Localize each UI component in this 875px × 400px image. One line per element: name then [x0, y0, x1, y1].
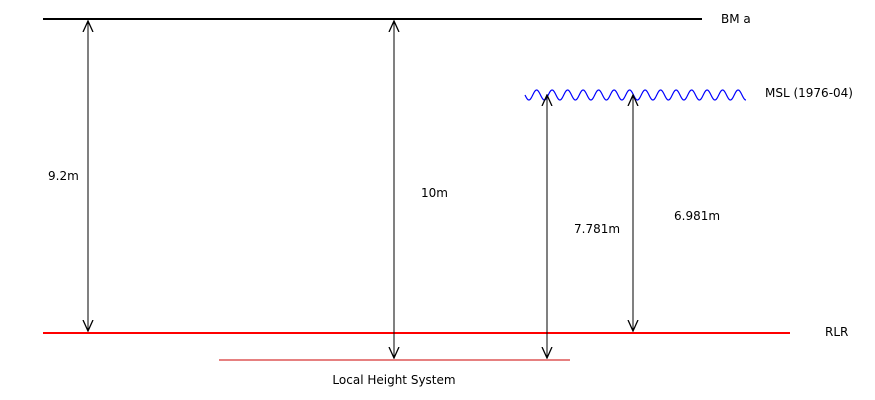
bm-a-label: BM a	[721, 12, 751, 26]
msl-to-rlr-value: 6.981m	[674, 209, 720, 223]
bm-to-local-value: 10m	[421, 186, 448, 200]
msl-wave-line	[524, 89, 747, 101]
msl-to-local-value: 7.781m	[574, 222, 620, 236]
bm-to-rlr-value: 9.2m	[48, 169, 79, 183]
rlr-label: RLR	[825, 325, 848, 339]
msl-label: MSL (1976-04)	[765, 86, 853, 100]
local-height-system-label: Local Height System	[332, 373, 455, 387]
